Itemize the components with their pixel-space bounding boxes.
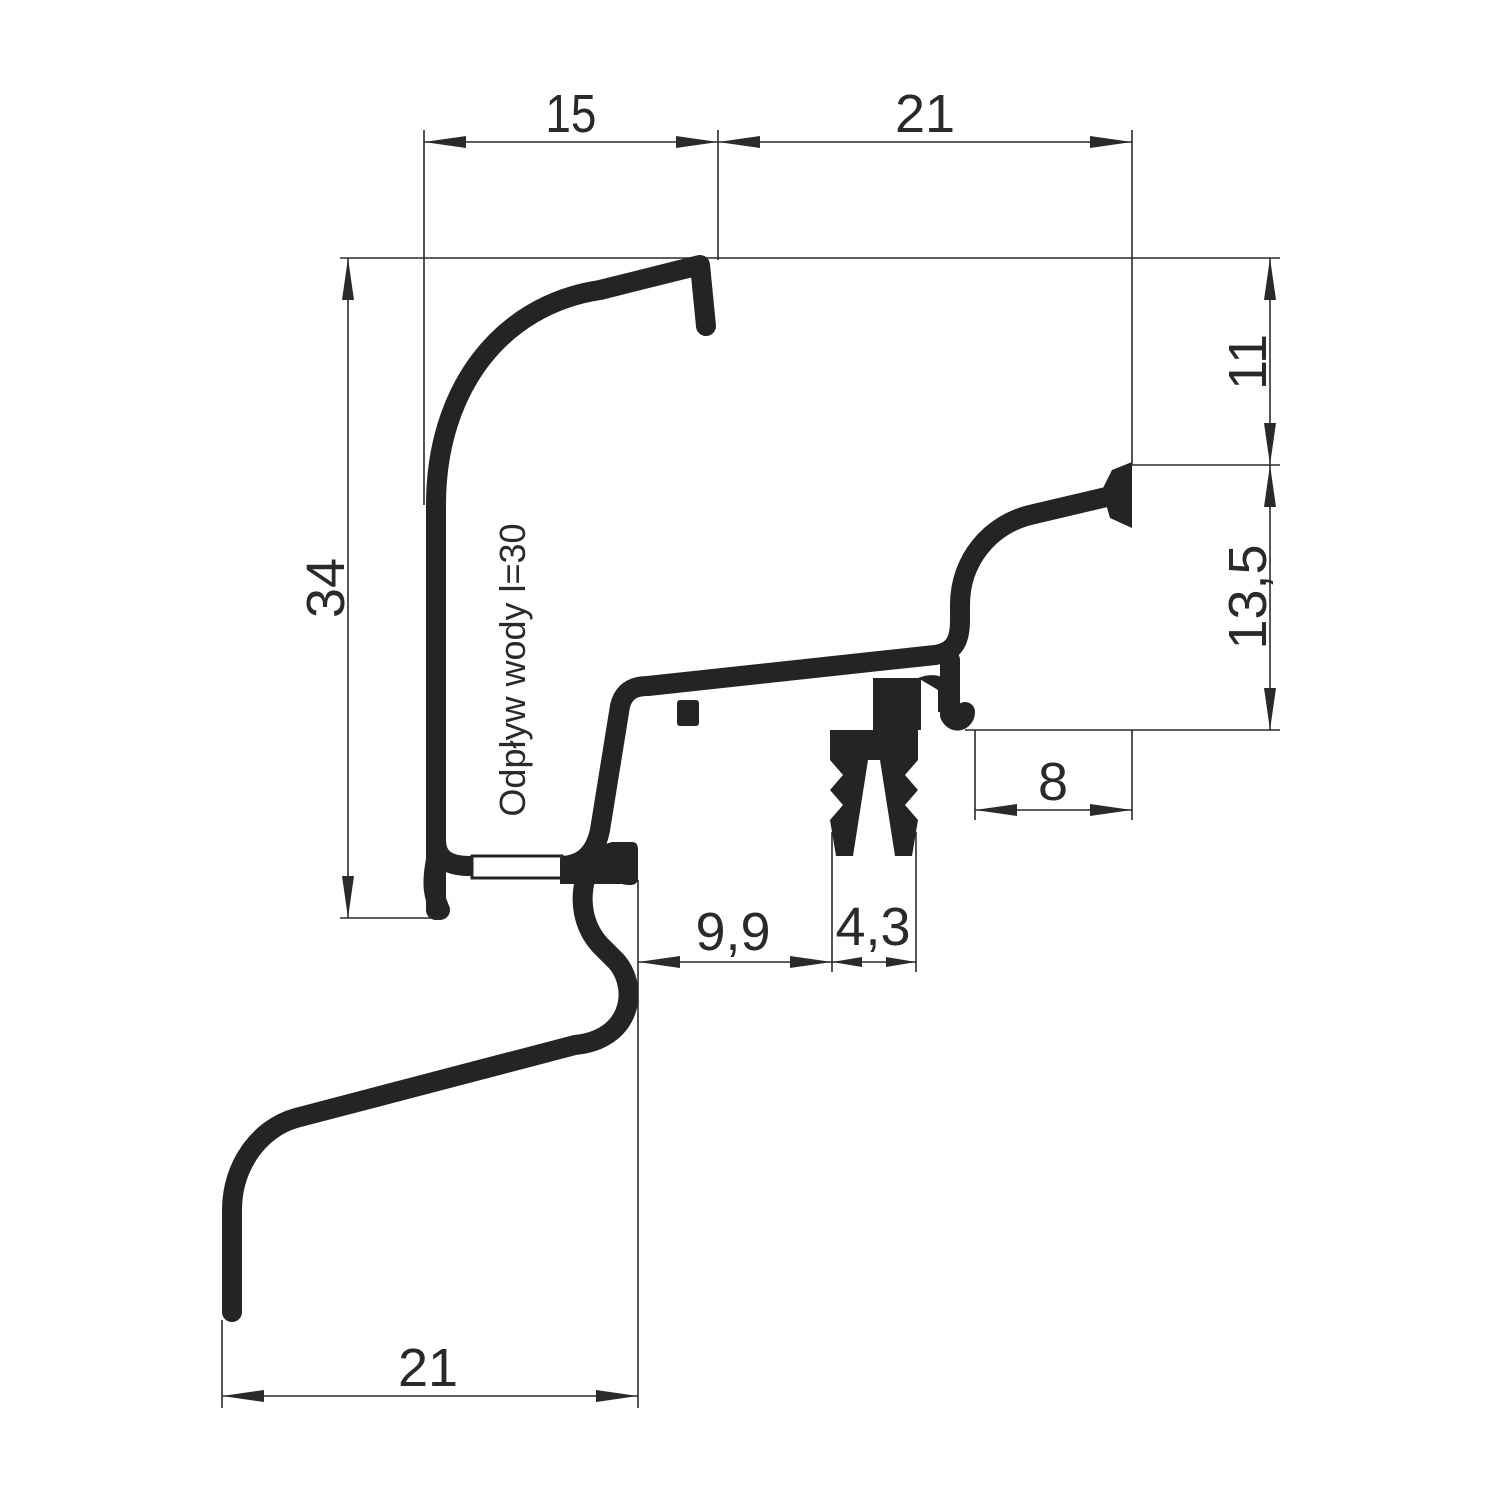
label-9-9: 9,9 — [695, 902, 770, 962]
label-34: 34 — [296, 558, 356, 618]
profile-connector — [560, 842, 638, 886]
label-8: 8 — [1038, 752, 1068, 812]
profile-left-wall-hook — [423, 850, 450, 920]
aluminium-profile — [222, 255, 1132, 1322]
drainage-slot — [470, 854, 564, 880]
label-21-top: 21 — [895, 84, 955, 144]
profile-right-hook — [940, 650, 975, 731]
label-15: 15 — [545, 84, 596, 144]
drainage-note: Odpływ wody l=30 — [492, 523, 533, 816]
label-21-bottom: 21 — [398, 1338, 458, 1398]
profile-clip — [830, 730, 918, 856]
profile-right-flap — [1102, 462, 1132, 528]
label-4-3: 4,3 — [835, 897, 910, 957]
profile-clip-stem — [873, 678, 921, 730]
profile-sill — [222, 870, 639, 1322]
profile-right-tooth — [918, 675, 952, 712]
profile-small-tooth — [677, 700, 699, 726]
dimension-labels: 15 21 34 11 13,5 8 9,9 4,3 21 Odpływ wod… — [296, 84, 1278, 1398]
profile-top-curve — [426, 255, 716, 920]
label-11: 11 — [1218, 334, 1278, 390]
profile-step — [925, 485, 1125, 665]
label-13-5: 13,5 — [1218, 544, 1278, 649]
dimension-lines — [221, 130, 1280, 1408]
